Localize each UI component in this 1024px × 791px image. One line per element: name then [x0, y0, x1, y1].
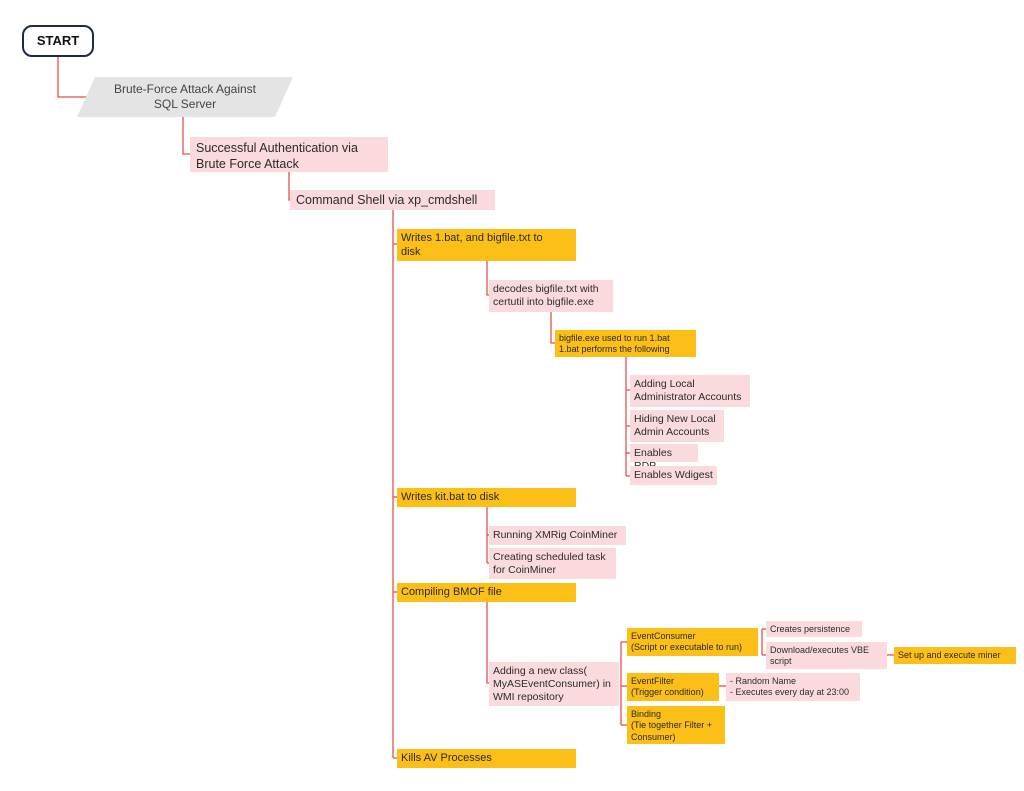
event-consumer-node: EventConsumer (Script or executable to r… [627, 628, 758, 656]
enable-wdigest-node: Enables Wdigest [630, 466, 717, 485]
brute-force-node: Brute-Force Attack Against SQL Server [77, 77, 293, 117]
decode-node: decodes bigfile.txt with certutil into b… [489, 280, 613, 312]
writes-bat-node: Writes 1.bat, and bigfile.txt to disk [397, 229, 576, 261]
enable-rdp-node: Enables RDP [630, 444, 698, 472]
wmi-class-node: Adding a new class( MyASEventConsumer) i… [489, 662, 619, 706]
command-shell-node: Command Shell via xp_cmdshell [290, 190, 495, 210]
start-node: START [22, 25, 94, 57]
download-vbe-node: Download/executes VBE script [766, 642, 887, 669]
execute-miner-node: Set up and execute miner [894, 647, 1016, 664]
event-filter-node: EventFilter (Trigger condition) [627, 673, 719, 701]
xmrig-node: Running XMRig CoinMiner [489, 526, 626, 545]
writes-kit-node: Writes kit.bat to disk [397, 488, 576, 507]
auth-node: Successful Authentication via Brute Forc… [190, 137, 388, 172]
add-admin-node: Adding Local Administrator Accounts [630, 375, 750, 407]
run-bat-node: bigfile.exe used to run 1.bat 1.bat perf… [555, 330, 696, 357]
kills-av-node: Kills AV Processes [397, 749, 576, 768]
trigger-details-node: - Random Name - Executes every day at 23… [726, 673, 860, 701]
creates-persistence-node: Creates persistence [766, 621, 862, 637]
hide-admin-node: Hiding New Local Admin Accounts [630, 410, 724, 442]
compile-bmof-node: Compiling BMOF file [397, 583, 576, 602]
binding-node: Binding (Tie together Filter + Consumer) [627, 706, 725, 744]
scheduled-task-node: Creating scheduled task for CoinMiner [489, 548, 616, 579]
